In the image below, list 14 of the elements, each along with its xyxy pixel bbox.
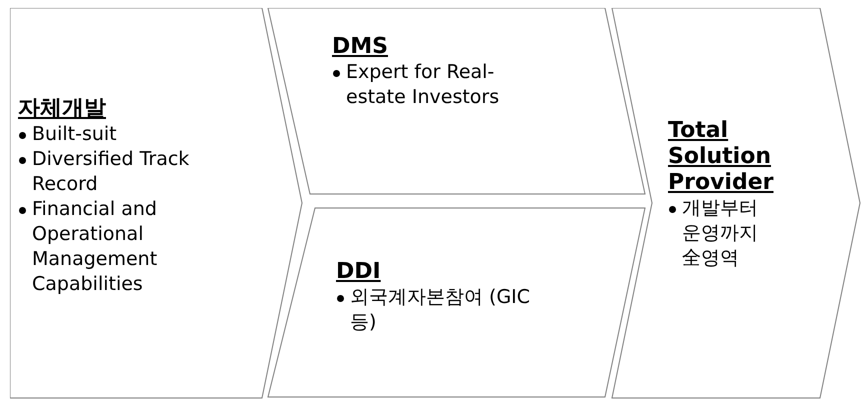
bullet-text: Expert for Real-estate Investors <box>346 60 500 110</box>
chevron-panel <box>10 8 305 399</box>
chevron-panel <box>610 8 863 399</box>
bullet-text: 개발부터 운영까지 全영역 <box>682 196 759 271</box>
heading: 자체개발 <box>18 96 107 122</box>
bullet-text: Diversified Track Record <box>32 147 190 197</box>
chevron-panel <box>266 8 648 196</box>
bullet-text: 외국계자본참여 (GIC 등) <box>350 285 532 335</box>
heading: Total Solution Provider <box>668 118 774 196</box>
chevron-panel <box>266 207 648 399</box>
bullet-text: Financial and Operational Management Capabilities <box>32 197 158 297</box>
heading: DMS <box>332 34 389 60</box>
heading: DDI <box>336 259 382 285</box>
bullet-text: Built-suit <box>32 122 117 147</box>
